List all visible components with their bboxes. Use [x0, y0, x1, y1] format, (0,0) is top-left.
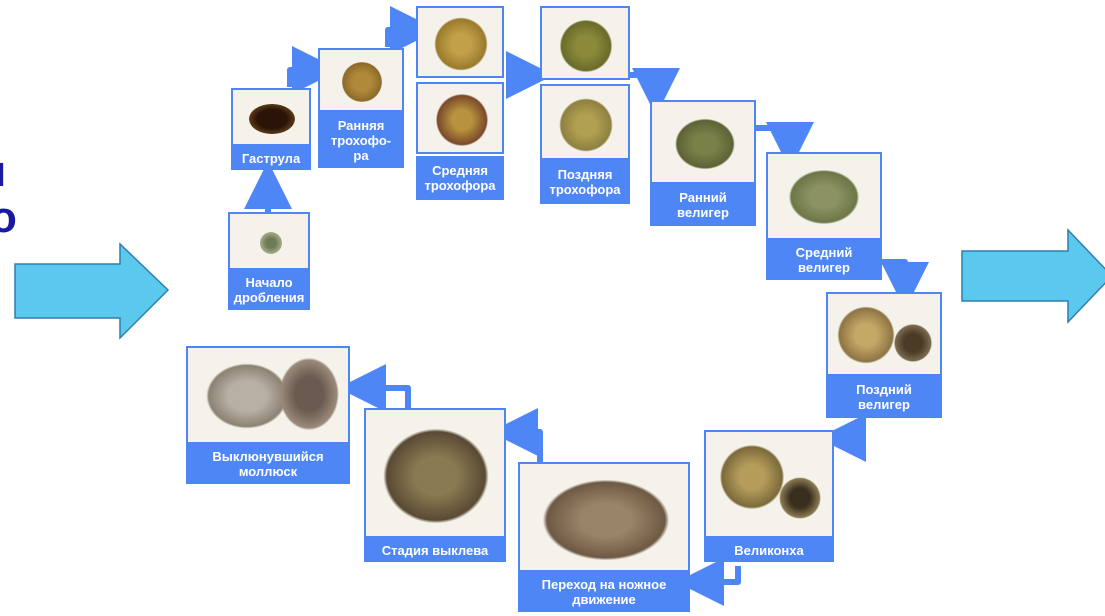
stage-late-trochophore: Поздняя трохофора [540, 6, 630, 204]
stage-veliconcha: Великонха [704, 430, 834, 562]
stage-photo [540, 84, 630, 160]
arrow-s11-s12 [362, 388, 408, 408]
stage-photo-pair [416, 6, 504, 154]
stage-photo [186, 346, 350, 444]
stage-foot-movement: Переход на ножное движение [518, 462, 690, 612]
arrow-s5-s6 [630, 75, 656, 92]
big-arrow-left [15, 244, 168, 338]
stage-gastrula: Гаструла [231, 88, 311, 170]
stage-label: Ранняя трохофо- ра [318, 112, 404, 168]
stage-photo [650, 100, 756, 184]
stage-label: Средняя трохофора [416, 156, 504, 200]
arrow-s9-s10 [700, 566, 738, 582]
stage-label: Переход на ножное движение [518, 572, 690, 612]
arrow-s3-s4 [388, 30, 414, 47]
stage-photo [228, 212, 310, 270]
arrow-s7-s8 [880, 262, 905, 286]
stage-photo-pair [540, 6, 630, 160]
stage-photo [231, 88, 311, 146]
stage-photo [518, 462, 690, 572]
stage-middle-trochophore: Средняя трохофора [416, 6, 504, 200]
stage-photo [704, 430, 834, 538]
stage-photo [364, 408, 506, 538]
stage-hatched-mollusk: Выклюнувшийся моллюск [186, 346, 350, 484]
stage-late-veliger: Поздний велигер [826, 292, 942, 418]
stage-label: Выклюнувшийся моллюск [186, 444, 350, 484]
stage-middle-veliger: Средний велигер [766, 152, 882, 280]
stage-label: Средний велигер [766, 240, 882, 280]
stage-photo [318, 48, 404, 112]
stage-photo [540, 6, 630, 80]
stage-label: Поздний велигер [826, 376, 942, 418]
stage-photo [416, 6, 504, 78]
arrow-s8-s9 [842, 420, 862, 438]
stage-label: Великонха [704, 538, 834, 562]
stage-hatching: Стадия выклева [364, 408, 506, 562]
arrow-s6-s7 [756, 128, 790, 146]
stage-label: Ранний велигер [650, 184, 756, 226]
stage-label: Стадия выклева [364, 538, 506, 562]
stage-photo [766, 152, 882, 240]
stage-label: Начало дробления [228, 270, 310, 310]
stage-label: Гаструла [231, 146, 311, 170]
arrow-s2-s3 [290, 70, 316, 87]
stage-label: Поздняя трохофора [540, 160, 630, 204]
stage-photo [826, 292, 942, 376]
stage-early-trochophore: Ранняя трохофо- ра [318, 48, 404, 168]
stage-cleavage-start: Начало дробления [228, 212, 310, 310]
stage-photo [416, 82, 504, 154]
stage-early-veliger: Ранний велигер [650, 100, 756, 226]
big-arrow-right [962, 230, 1105, 322]
